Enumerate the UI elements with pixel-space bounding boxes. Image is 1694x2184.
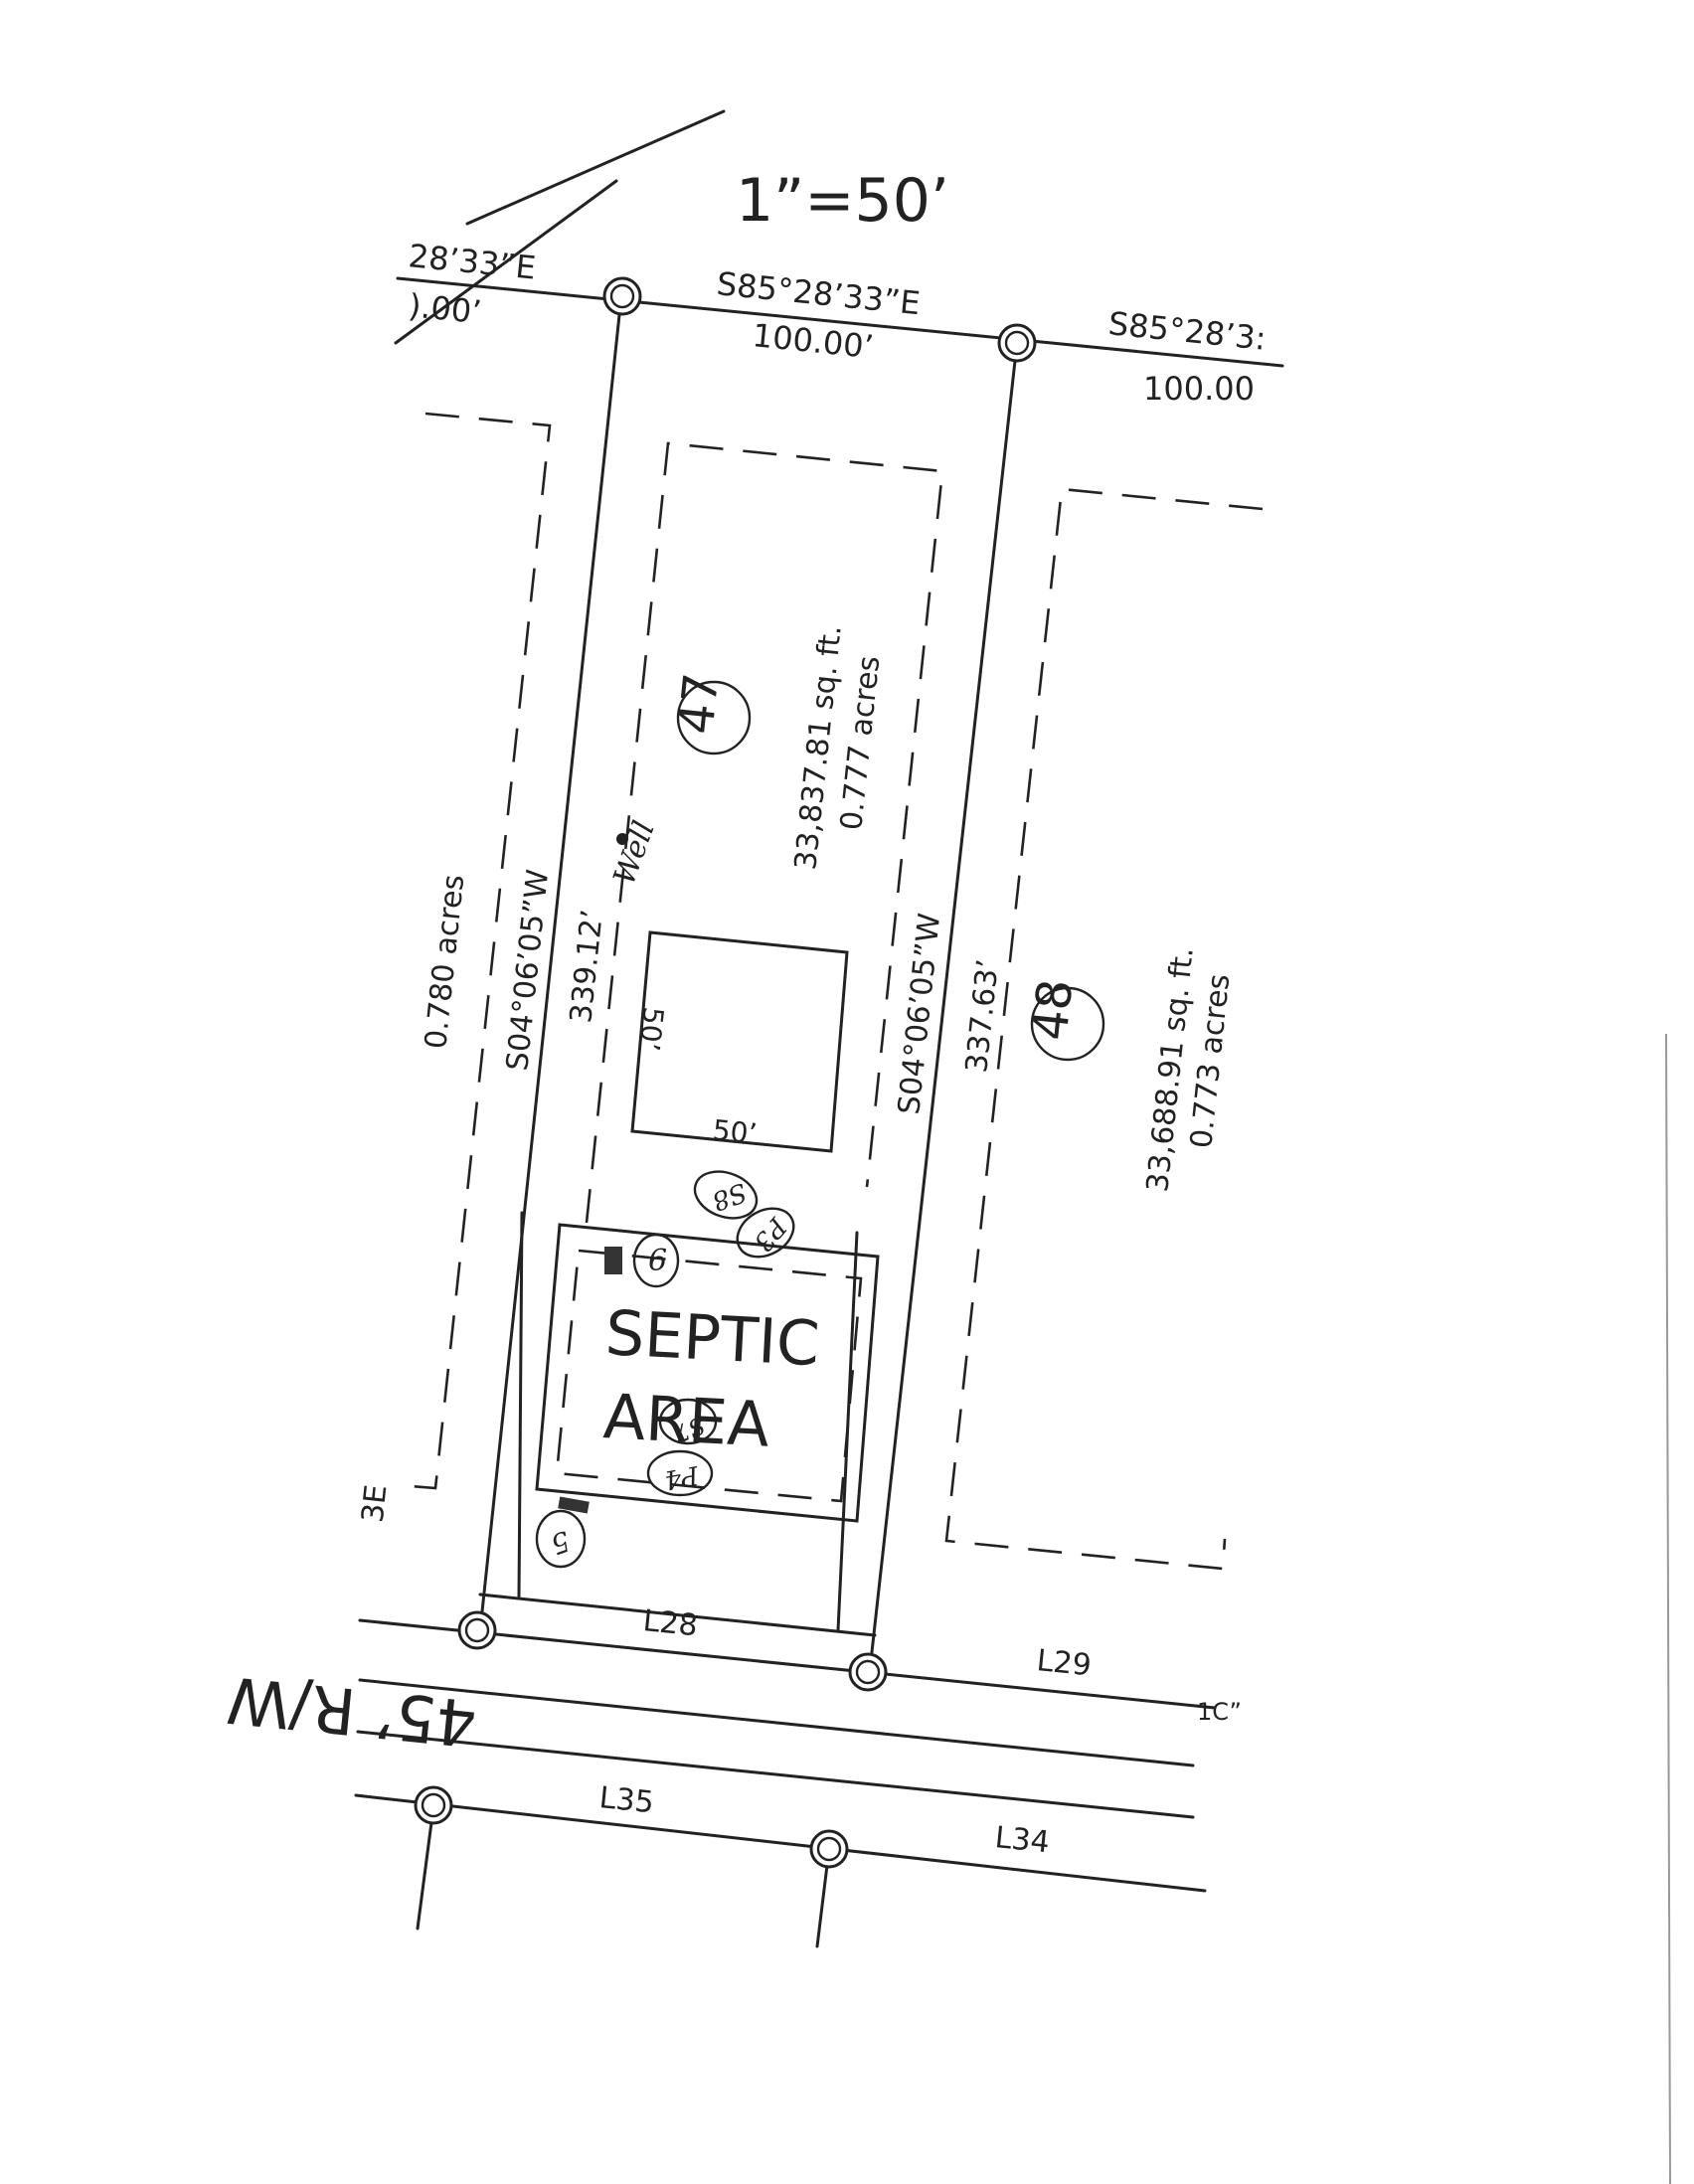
distance-top-left: ).00’ [407,286,483,331]
septic-label-line2: AREA [601,1380,771,1461]
mark-p4: P4 [662,1459,702,1495]
handwritten-marks [535,1170,795,1569]
mark-s8: S8 [708,1176,751,1216]
bearing-east: S04°06’05”W [892,912,947,1116]
lot48-setback [944,487,1264,1571]
lot47-number-circle [676,680,752,756]
bearing-top-left: 28’33”E [407,237,538,287]
lot48-number: 48 [1022,977,1084,1044]
top-boundary [394,109,1284,368]
right-of-way-lines [354,1618,1217,1948]
well-marker [616,833,628,845]
partial-label-right: 1C” [1197,1698,1242,1726]
house-footprint [630,930,849,1153]
lot46-setback [397,412,552,1490]
septic-label-line1: SEPTIC [603,1296,821,1380]
line-l28: L28 [641,1603,699,1643]
scale-label: 1”=50’ [736,166,949,236]
property-monuments [414,276,1037,1869]
scan-edge [1665,1033,1671,2184]
lot47-setback [585,441,944,1224]
house-depth-label: 50’ [632,1005,669,1053]
row-width-label: 45’ R/W [224,1661,480,1760]
distance-west: 339.12’ [564,908,610,1025]
house-width-label: 50’ [711,1113,759,1150]
mark-6: 6 [648,1244,667,1278]
driveway-left [517,1211,524,1598]
mark-p3: P3 [748,1211,793,1257]
lot47-west-line [478,294,623,1632]
line-l35: L35 [597,1780,655,1820]
lot47-east-line [868,341,1019,1672]
well-label: Well [607,816,662,889]
partial-label-left: 3E [356,1483,395,1524]
lot47-front-line [478,1593,877,1637]
line-l34: L34 [993,1820,1051,1860]
lot46-acres: 0.780 acres [419,873,471,1051]
mark-5: 5 [547,1524,575,1561]
line-l29: L29 [1035,1643,1093,1683]
distance-top-right: 100.00 [1143,370,1255,408]
bearing-west: S04°06’05”W [500,868,556,1073]
lot47-sqft: 33,837.81 sq. ft. [788,623,849,872]
septic-area-outer [535,1223,880,1523]
lot47-number: 47 [668,671,730,738]
septic-area-inner [555,1249,863,1503]
lot48-number-circle [1030,986,1105,1062]
